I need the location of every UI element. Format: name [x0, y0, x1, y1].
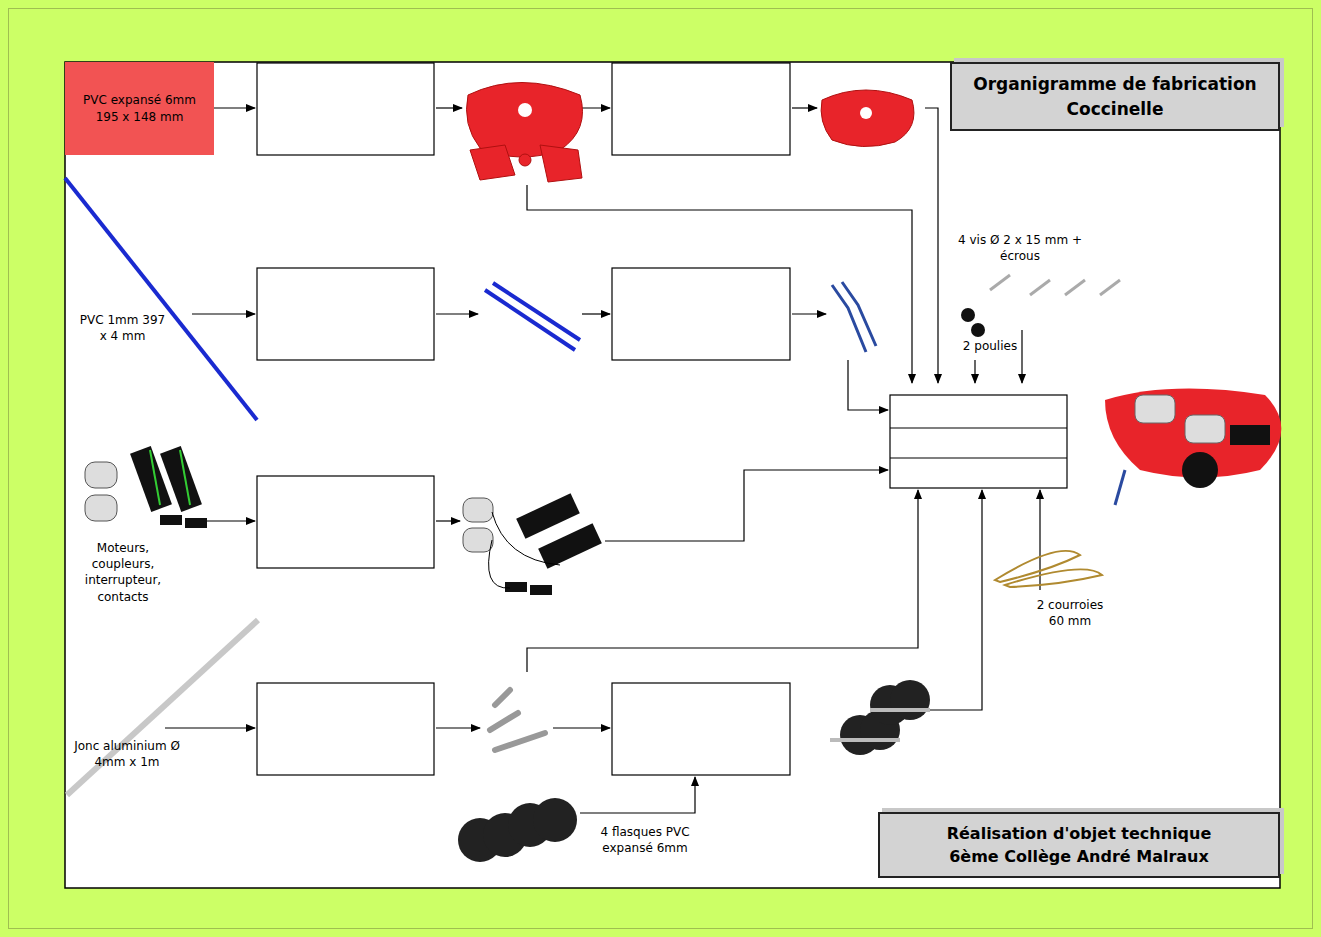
part-label: Jonc aluminium Ø 4mm x 1m — [72, 738, 182, 770]
part-label: 4 vis Ø 2 x 15 mm + écrous — [950, 232, 1090, 264]
part-label: 4 flasques PVC expansé 6mm — [575, 824, 715, 856]
diagram-title: Organigramme de fabrication Coccinelle — [950, 62, 1280, 131]
part-label: 2 courroies 60 mm — [1030, 597, 1110, 629]
material-label: PVC expansé 6mm 195 x 148 mm — [71, 92, 208, 124]
part-label: Moteurs, coupleurs, interrupteur, contac… — [68, 540, 178, 605]
material-box: PVC expansé 6mm 195 x 148 mm — [65, 62, 214, 155]
part-label: 2 poulies — [950, 338, 1030, 354]
diagram-caption: Réalisation d'objet technique 6ème Collè… — [878, 812, 1280, 878]
part-label: PVC 1mm 397 x 4 mm — [75, 312, 170, 344]
